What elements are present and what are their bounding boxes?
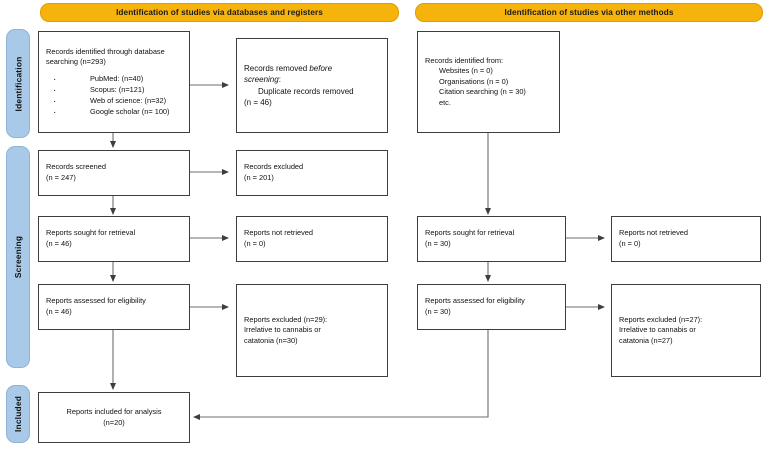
- records-excluded-line1: Records excluded: [244, 162, 304, 172]
- records-identified-line2: searching (n=293): [46, 57, 106, 67]
- stage-label-text: Identification: [13, 56, 24, 111]
- box-reports-excluded-right: Reports excluded (n=27): Irrelative to c…: [611, 284, 761, 377]
- reports-excluded-right-line1: Reports excluded (n=27):: [619, 314, 703, 324]
- list-item: Websites (n = 0): [439, 66, 493, 76]
- records-removed-line3: Duplicate records removed: [258, 86, 354, 96]
- banner-other-methods: Identification of studies via other meth…: [415, 3, 763, 22]
- reports-sought-left-line1: Reports sought for retrieval: [46, 228, 136, 238]
- reports-assessed-right-line2: (n = 30): [425, 307, 451, 316]
- reports-not-retrieved-right-line2: (n = 0): [619, 239, 641, 248]
- records-removed-italic-before: before: [309, 63, 333, 73]
- reports-excluded-right-line3: catatonia (n=27): [619, 335, 673, 345]
- box-records-excluded: Records excluded (n = 201): [236, 150, 388, 196]
- reports-sought-right-line2: (n = 30): [425, 239, 451, 248]
- reports-excluded-left-line2: Irrelative to cannabis or: [244, 325, 321, 335]
- records-identified-other-line1: Records identified from:: [425, 55, 504, 65]
- records-removed-line2: screening:: [244, 74, 380, 85]
- stage-label-included: Included: [6, 385, 30, 443]
- box-reports-included: Reports included for analysis (n=20): [38, 392, 190, 443]
- box-records-removed-before-screening: Records removed before screening: Duplic…: [236, 38, 388, 133]
- reports-included-line1: Reports included for analysis: [66, 406, 162, 416]
- box-reports-not-retrieved-right: Reports not retrieved (n = 0): [611, 216, 761, 262]
- list-item: Citation searching (n = 30): [439, 87, 526, 97]
- box-reports-sought-left: Reports sought for retrieval (n = 46): [38, 216, 190, 262]
- box-records-identified-databases: Records identified through database sear…: [38, 31, 190, 133]
- list-item: etc.: [439, 97, 451, 107]
- records-screened-line2: (n = 247): [46, 173, 76, 182]
- reports-sought-right-line1: Reports sought for retrieval: [425, 228, 515, 238]
- list-item: Google scholar (n= 100): [46, 105, 182, 120]
- list-item: Scopus: (n=121): [46, 83, 182, 98]
- reports-not-retrieved-left-line2: (n = 0): [244, 239, 266, 248]
- box-reports-not-retrieved-left: Reports not retrieved (n = 0): [236, 216, 388, 262]
- records-removed-italic-screening: screening: [244, 75, 279, 85]
- banner-databases-registers: Identification of studies via databases …: [40, 3, 399, 22]
- reports-not-retrieved-left-line1: Reports not retrieved: [244, 228, 314, 238]
- reports-included-line2: (n=20): [103, 417, 125, 427]
- records-removed-line4: (n = 46): [244, 97, 272, 107]
- reports-assessed-left-line2: (n = 46): [46, 307, 72, 316]
- box-reports-excluded-left: Reports excluded (n=29): Irrelative to c…: [236, 284, 388, 377]
- reports-excluded-right-line2: Irrelative to cannabis or: [619, 325, 696, 335]
- box-reports-assessed-left: Reports assessed for eligibility (n = 46…: [38, 284, 190, 330]
- list-item: Web of science: (n=32): [46, 94, 182, 109]
- reports-excluded-left-line1: Reports excluded (n=29):: [244, 314, 328, 324]
- stage-label-text: Included: [13, 395, 24, 433]
- records-screened-line1: Records screened: [46, 162, 106, 172]
- banner-label: Identification of studies via other meth…: [504, 8, 674, 17]
- reports-sought-left-line2: (n = 46): [46, 239, 72, 248]
- records-removed-colon: :: [278, 75, 281, 85]
- stage-label-screening: Screening: [6, 146, 30, 368]
- banner-label: Identification of studies via databases …: [116, 8, 323, 17]
- reports-not-retrieved-right-line1: Reports not retrieved: [619, 228, 689, 238]
- box-records-screened: Records screened (n = 247): [38, 150, 190, 196]
- records-removed-text: Records removed: [244, 63, 310, 73]
- reports-assessed-right-line1: Reports assessed for eligibility: [425, 296, 525, 306]
- records-excluded-line2: (n = 201): [244, 173, 274, 182]
- reports-excluded-left-line3: catatonia (n=30): [244, 335, 298, 345]
- list-item: Organisations (n = 0): [439, 76, 509, 86]
- records-identified-line1: Records identified through database: [46, 46, 165, 56]
- box-reports-sought-right: Reports sought for retrieval (n = 30): [417, 216, 566, 262]
- records-removed-line1: Records removed before: [244, 63, 380, 74]
- database-source-list: PubMed: (n=40) Scopus: (n=121) Web of sc…: [46, 72, 182, 120]
- box-records-identified-other-methods: Records identified from: Websites (n = 0…: [417, 31, 560, 133]
- list-item: PubMed: (n=40): [46, 72, 182, 87]
- stage-label-identification: Identification: [6, 29, 30, 138]
- reports-assessed-left-line1: Reports assessed for eligibility: [46, 296, 146, 306]
- box-reports-assessed-right: Reports assessed for eligibility (n = 30…: [417, 284, 566, 330]
- stage-label-text: Screening: [13, 235, 24, 279]
